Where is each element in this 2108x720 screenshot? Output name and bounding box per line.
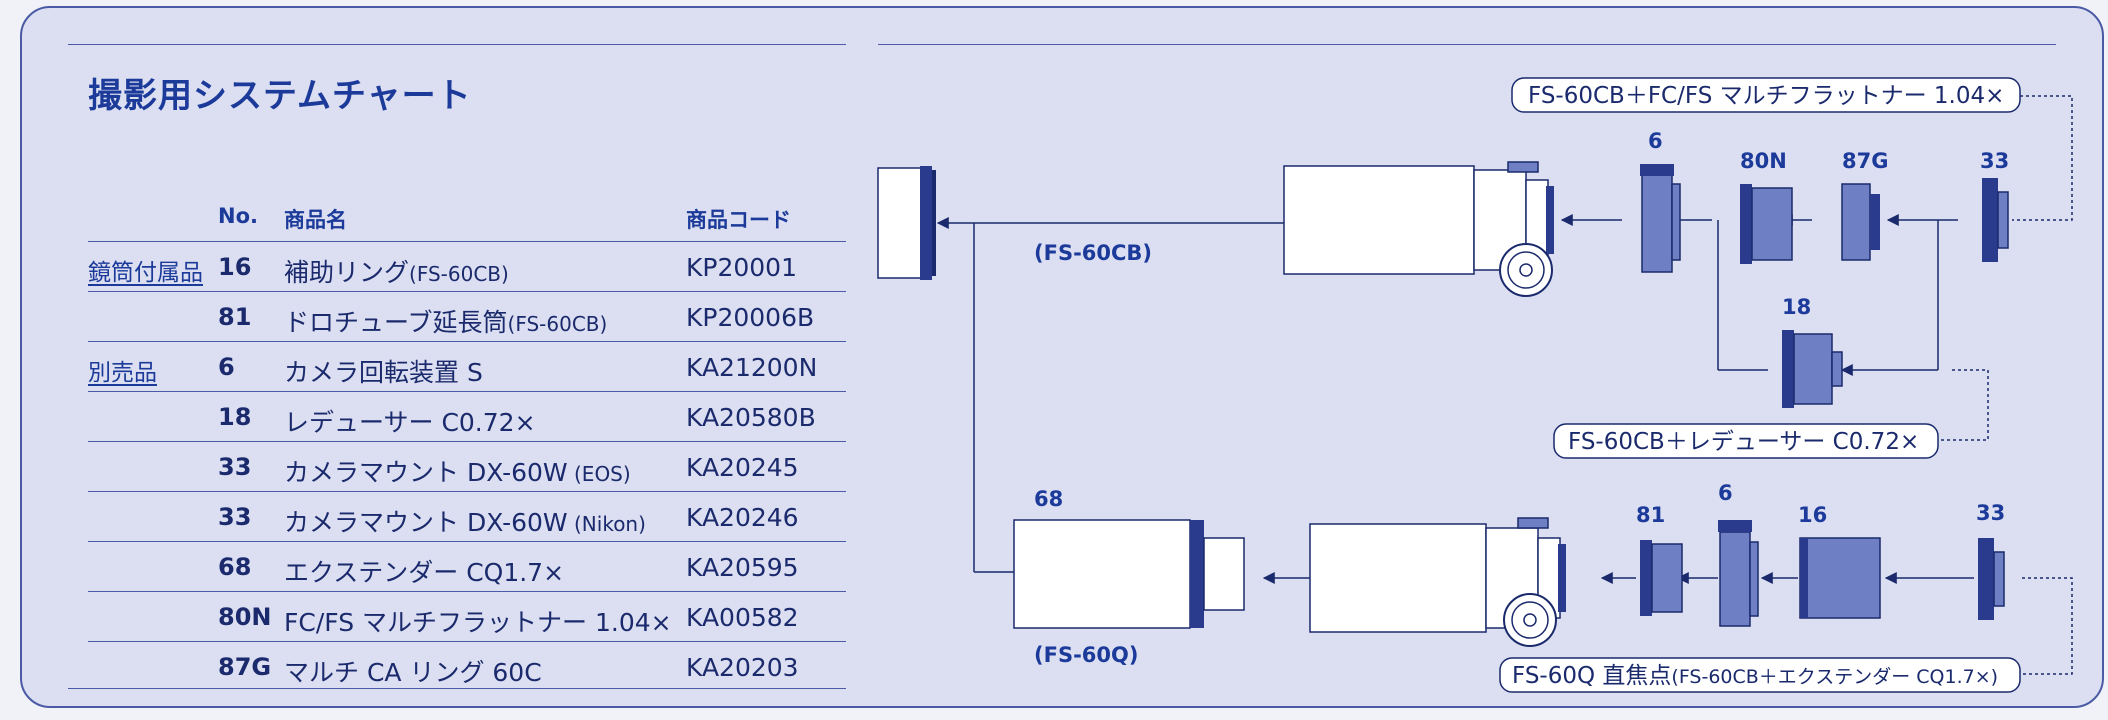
header-rule: [88, 241, 846, 242]
part-code: KA20580B: [686, 403, 816, 432]
part-label: 33: [1976, 501, 2005, 525]
part-16-aux-ring: [1799, 537, 1881, 619]
part-code: KA20245: [686, 453, 799, 482]
part-81-extension: [1640, 540, 1683, 616]
part-name-main: カメラマウント DX-60W: [284, 508, 568, 537]
part-6-rotator-bottom: [1718, 520, 1759, 627]
part-name: カメラ回転装置 S: [284, 353, 483, 389]
part-code: KA21200N: [686, 353, 818, 382]
table-row: 33 カメラマウント DX-60W (EOS) KA20245: [88, 442, 846, 492]
part-label: 33: [1980, 149, 2009, 173]
page-title: 撮影用システムチャート: [88, 76, 472, 116]
config-callout-flattener: FS-60CB＋FC/FS マルチフラットナー 1.04×: [1511, 77, 2021, 113]
part-number: 33: [218, 503, 252, 531]
part-name-sub: (FS-60CB): [507, 312, 608, 336]
system-diagram: (FS-60CB) (FS-60Q) 6 80N 87G 33 18 68 81…: [877, 77, 2073, 693]
part-label: 6: [1718, 481, 1733, 505]
table-row: 81 ドロチューブ延長筒(FS-60CB) KP20006B: [88, 292, 846, 342]
category-label[interactable]: 別売品: [88, 360, 157, 386]
top-rule-left: [68, 44, 846, 45]
table-row: 鏡筒付属品 16 補助リング(FS-60CB) KP20001: [88, 242, 846, 292]
scope-label-q: (FS-60Q): [1034, 643, 1138, 667]
bottom-rule-left: [68, 688, 846, 689]
part-name: カメラマウント DX-60W (EOS): [284, 453, 631, 489]
part-number: 87G: [218, 653, 272, 681]
part-number: 68: [218, 553, 252, 581]
part-name: エクステンダー CQ1.7×: [284, 553, 564, 589]
part-label: 6: [1648, 129, 1663, 153]
config-label-main: FS-60Q 直焦点: [1512, 663, 1671, 689]
part-name-sub: (EOS): [567, 462, 631, 486]
fs60cb-scope: [1283, 161, 1554, 297]
part-number: 33: [218, 453, 252, 481]
part-name: マルチ CA リング 60C: [284, 653, 542, 689]
header-code: 商品コード: [686, 208, 791, 232]
part-6-rotator-top: [1640, 164, 1681, 273]
part-80n-flattener: [1740, 184, 1793, 264]
part-name-main: FC/FS マルチフラットナー 1.04×: [284, 608, 672, 637]
part-code: KP20006B: [686, 303, 815, 332]
part-name-main: ドロチューブ延長筒: [284, 308, 508, 337]
table-row: 68 エクステンダー CQ1.7× KA20595: [88, 542, 846, 592]
part-label: 68: [1034, 487, 1063, 511]
part-label: 81: [1636, 503, 1665, 527]
fs60cb-scope-extended: [1309, 517, 1566, 647]
part-label: 87G: [1842, 149, 1888, 173]
config-label: FS-60CB＋レデューサー C0.72×: [1568, 429, 1919, 455]
part-code: KA00582: [686, 603, 799, 632]
part-number: 6: [218, 353, 235, 381]
table-row: 87G マルチ CA リング 60C KA20203: [88, 642, 846, 692]
part-name: カメラマウント DX-60W (Nikon): [284, 503, 646, 539]
part-name: FC/FS マルチフラットナー 1.04×: [284, 603, 672, 639]
config-callout-reducer: FS-60CB＋レデューサー C0.72×: [1553, 423, 1939, 459]
part-name-main: レデューサー C0.72×: [284, 408, 536, 437]
part-18-reducer: [1782, 330, 1843, 408]
part-name-main: カメラマウント DX-60W: [284, 458, 568, 487]
config-label-sub: (FS-60CB＋エクステンダー CQ1.7×): [1671, 666, 1998, 688]
part-label: 16: [1798, 503, 1827, 527]
part-33-mount-top: [1982, 178, 2009, 262]
part-name: 補助リング(FS-60CB): [284, 253, 509, 289]
part-name-main: カメラ回転装置 S: [284, 358, 483, 387]
table-row: 33 カメラマウント DX-60W (Nikon) KA20246: [88, 492, 846, 542]
part-label: 18: [1782, 295, 1811, 319]
part-name: ドロチューブ延長筒(FS-60CB): [284, 303, 607, 339]
part-code: KP20001: [686, 253, 797, 282]
header-no: No.: [218, 204, 258, 228]
config-label: FS-60CB＋FC/FS マルチフラットナー 1.04×: [1528, 83, 2004, 109]
fs60q-scope: [1013, 519, 1245, 629]
part-number: 18: [218, 403, 252, 431]
part-name-sub: (FS-60CB): [409, 262, 509, 286]
config-callout-prime-focus: FS-60Q 直焦点(FS-60CB＋エクステンダー CQ1.7×): [1499, 657, 2021, 693]
table-row: 別売品 6 カメラ回転装置 S KA21200N: [88, 342, 846, 392]
category-label[interactable]: 鏡筒付属品: [88, 260, 203, 286]
part-33-mount-bottom: [1978, 538, 2005, 620]
part-number: 80N: [218, 603, 272, 631]
part-code: KA20246: [686, 503, 799, 532]
config-leaders: [1938, 95, 2073, 675]
part-name-sub: (Nikon): [567, 512, 646, 536]
part-code: KA20203: [686, 653, 799, 682]
table-row: 18 レデューサー C0.72× KA20580B: [88, 392, 846, 442]
top-rule-right: [878, 44, 2056, 45]
part-name: レデューサー C0.72×: [284, 403, 536, 439]
part-name-main: マルチ CA リング 60C: [284, 658, 542, 687]
header-name: 商品名: [284, 208, 347, 232]
config-label: FS-60Q 直焦点(FS-60CB＋エクステンダー CQ1.7×): [1512, 663, 1998, 689]
scope-label-cb: (FS-60CB): [1034, 241, 1152, 265]
table-row: 80N FC/FS マルチフラットナー 1.04× KA00582: [88, 592, 846, 642]
part-name-main: 補助リング: [284, 258, 410, 287]
part-label: 80N: [1740, 149, 1787, 173]
system-chart-panel: 撮影用システムチャート No. 商品名 商品コード 鏡筒付属品 16 補助リング…: [20, 6, 2104, 708]
part-code: KA20595: [686, 553, 799, 582]
part-number: 81: [218, 303, 252, 331]
part-number: 16: [218, 253, 252, 281]
part-87g-ca-ring: [1841, 183, 1880, 261]
objective-lens-end: [877, 166, 936, 280]
part-name-main: エクステンダー CQ1.7×: [284, 558, 565, 587]
